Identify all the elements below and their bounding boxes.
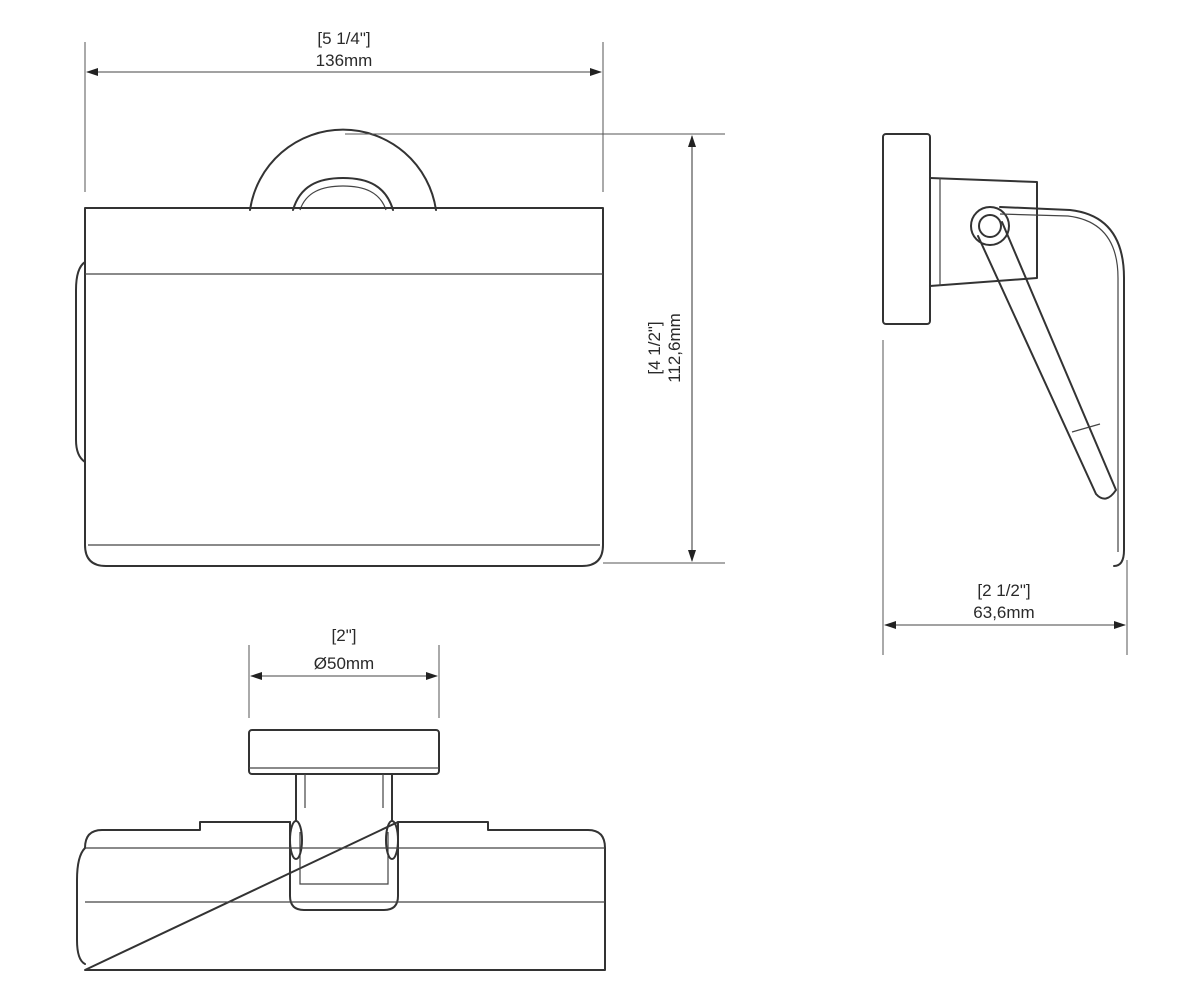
front-rosette <box>249 128 437 211</box>
top-lid <box>84 821 606 971</box>
top-view <box>76 729 606 971</box>
width-mm-label: 136mm <box>316 51 373 70</box>
diameter-inch-label: [2"] <box>332 626 357 645</box>
front-roll-edge <box>75 261 86 463</box>
diameter-mm-label: Ø50mm <box>314 654 374 673</box>
side-view <box>882 133 1125 567</box>
side-arm <box>977 221 1117 500</box>
front-view <box>75 128 604 567</box>
depth-mm-label: 63,6mm <box>973 603 1034 622</box>
height-mm-label: 112,6mm <box>665 313 684 383</box>
top-rosette <box>248 729 440 775</box>
side-lid-curve <box>999 206 1125 567</box>
side-wall-plate <box>882 133 931 325</box>
depth-dimension: [2 1/2"] 63,6mm <box>882 340 1128 655</box>
width-dimension: [5 1/4"] 136mm <box>84 29 604 192</box>
front-lid <box>84 207 604 567</box>
width-inch-label: [5 1/4"] <box>317 29 370 48</box>
side-mount-block <box>929 177 1038 287</box>
diameter-dimension: [2"] Ø50mm <box>248 626 440 718</box>
front-rosette-inner <box>292 177 394 211</box>
height-inch-label: [4 1/2"] <box>645 321 664 374</box>
depth-inch-label: [2 1/2"] <box>977 581 1030 600</box>
height-dimension: [4 1/2"] 112,6mm <box>345 133 725 564</box>
side-pivot <box>970 206 1010 246</box>
top-bracket <box>295 773 393 821</box>
